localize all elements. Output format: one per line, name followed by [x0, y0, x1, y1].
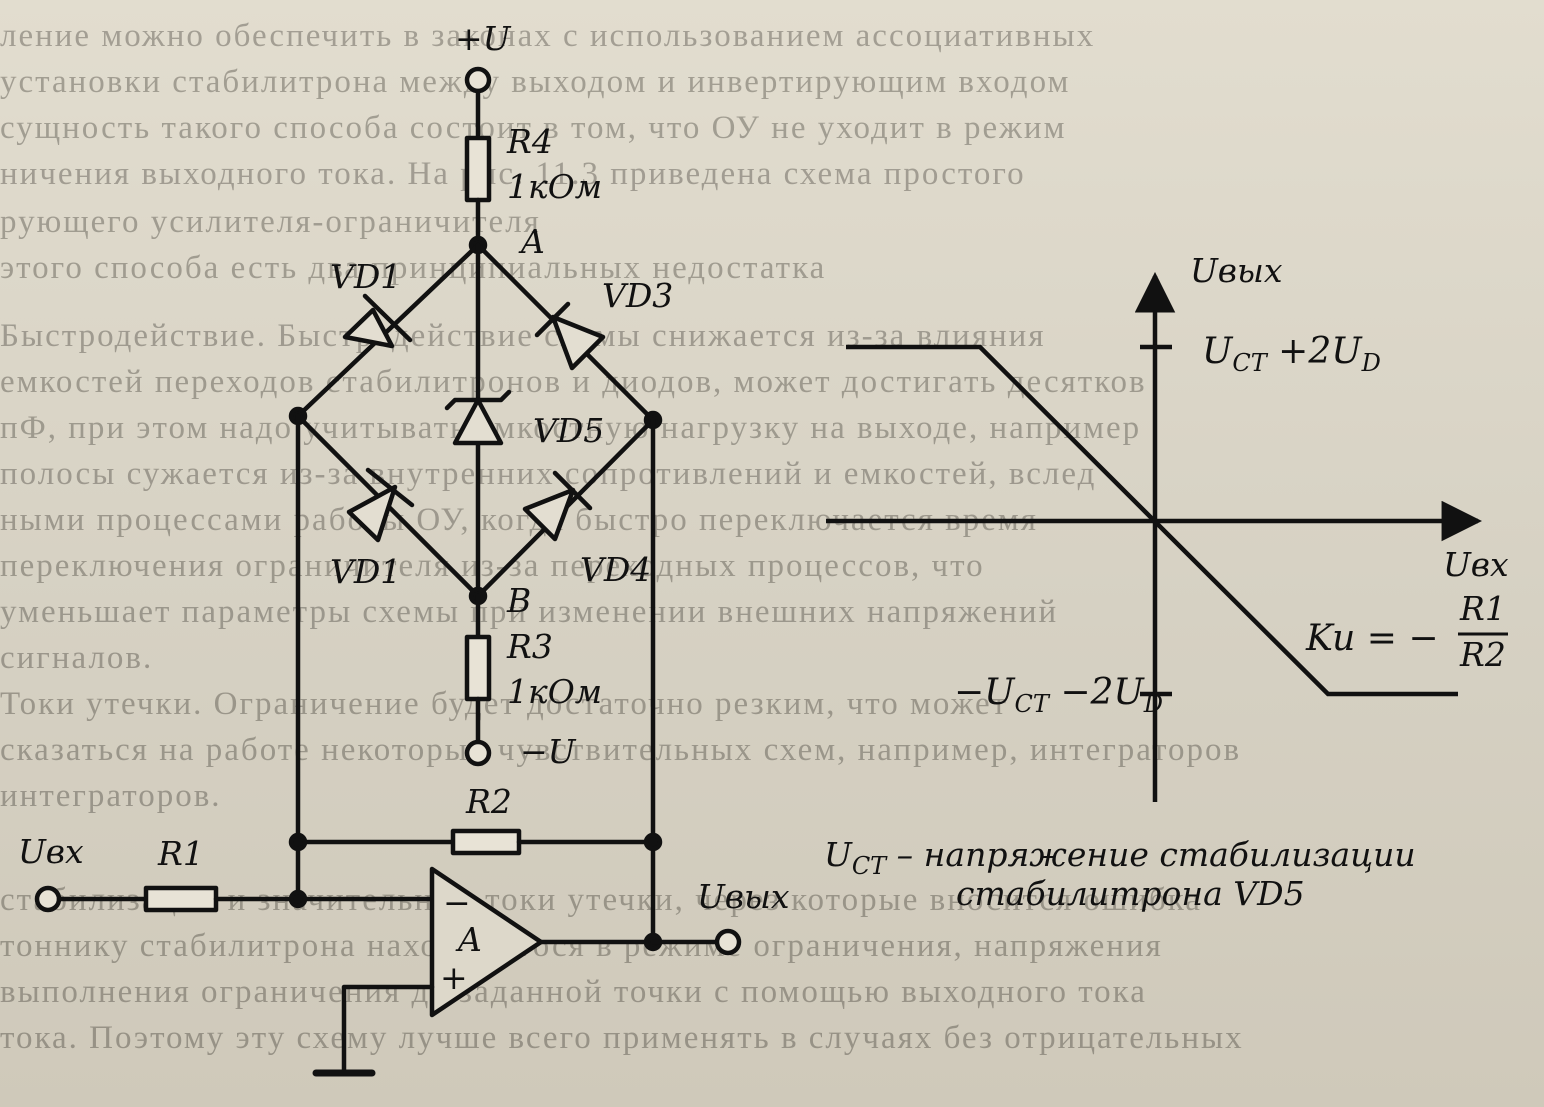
label-R4-name: R4 — [506, 122, 553, 161]
circuit-labels: +U R4 1кОм A VD1 VD3 VD5 VD1 VD4 B R3 1к… — [18, 19, 790, 997]
diode-VD3 — [534, 301, 606, 371]
label-R3-value: 1кОм — [507, 672, 602, 711]
resistor-R3 — [464, 634, 492, 702]
label-VD1-bottom: VD1 — [330, 552, 401, 591]
label-VD1-top: VD1 — [330, 257, 401, 296]
graph-transfer-curve — [846, 344, 1458, 697]
bg-text-line: уменьшает параметры схемы при изменении … — [0, 594, 1059, 630]
node-R2-left-dot — [288, 832, 308, 852]
bg-text-line: интеграторов. — [0, 778, 222, 814]
bg-text-line: ничения выходного тока. На рис. 11.3 при… — [0, 156, 1026, 192]
label-lower-level: −UСТ −2UD — [954, 672, 1163, 718]
label-gain-num: R1 — [1459, 589, 1506, 628]
bg-text-line: сущность такого способа состоит в том, ч… — [0, 110, 1067, 146]
terminal-pos-supply — [464, 66, 492, 94]
label-R3-name: R3 — [506, 627, 553, 666]
graph-labels: Uвых Uвх UСТ +2UD −UСТ −2UD Ku = − R1 R2 — [954, 251, 1509, 718]
transfer-graph — [826, 271, 1483, 802]
label-input: Uвх — [18, 832, 84, 871]
figure-legend: UСТ – напряжение стабилизации стабилитро… — [824, 835, 1416, 913]
zener-VD5 — [444, 389, 512, 446]
label-y-axis: Uвых — [1190, 251, 1283, 290]
resistor-R1 — [143, 885, 219, 913]
diode-VD1-bottom — [346, 467, 415, 543]
diode-VD1-top — [342, 293, 413, 349]
bg-text-line: полосы сужается из-за внутренних сопроти… — [0, 456, 1097, 492]
terminal-input — [34, 885, 62, 913]
label-R4-value: 1кОм — [507, 167, 602, 206]
label-node-A: A — [518, 222, 545, 261]
opamp-A — [429, 866, 544, 1018]
node-inv-input-dot — [288, 889, 308, 909]
bg-text-line: ление можно обеспечить в законах с испол… — [0, 18, 1096, 54]
diode-VD4 — [522, 470, 593, 542]
label-neg-supply: −U — [520, 732, 577, 771]
legend-line-1: UСТ – напряжение стабилизации — [824, 835, 1416, 880]
label-R2: R2 — [465, 782, 512, 821]
label-output: Uвых — [697, 877, 790, 916]
bg-text-line: тоннику стабилитрона находящегося в режи… — [0, 928, 1163, 964]
circuit-diagram — [34, 66, 742, 1077]
bg-text-line: сигналов. — [0, 640, 154, 676]
bg-text-line: установки стабилитрона между выходом и и… — [0, 64, 1071, 100]
label-x-axis: Uвх — [1443, 545, 1509, 584]
label-pos-supply: +U — [455, 19, 512, 58]
legend-line-2: стабилитрона VD5 — [956, 874, 1305, 913]
label-node-B: B — [506, 581, 531, 620]
label-VD4: VD4 — [580, 550, 651, 589]
label-gain-den: R2 — [1459, 635, 1506, 674]
label-opamp-plus: + — [440, 958, 468, 997]
label-R1: R1 — [157, 834, 204, 873]
bg-text-line: пФ, при этом надо учитывать емкостную на… — [0, 410, 1142, 446]
label-VD5: VD5 — [533, 411, 604, 450]
resistor-R4 — [464, 135, 492, 203]
bg-text-line: переключения ограничителя из-за переходн… — [0, 548, 985, 584]
label-opamp-minus: − — [443, 883, 471, 922]
bg-text-line: рующего усилителя-ограничителя — [0, 204, 541, 240]
label-gain: Ku = − — [1305, 618, 1439, 659]
terminal-output — [714, 928, 742, 956]
bg-text-line: тока. Поэтому эту схему лучше всего прим… — [0, 1020, 1244, 1056]
node-R2-right-dot — [643, 832, 663, 852]
bg-text-line: Токи утечки. Ограничение будет достаточн… — [0, 686, 1009, 722]
bg-text-line: сказаться на работе некоторых чувствител… — [0, 732, 1242, 768]
resistor-R2 — [450, 828, 522, 856]
label-upper-level: UСТ +2UD — [1202, 331, 1381, 377]
label-opamp-A: A — [455, 920, 482, 959]
label-VD3: VD3 — [602, 276, 673, 315]
terminal-neg-supply — [464, 739, 492, 767]
bg-text-line: этого способа есть два принципиальных не… — [0, 250, 827, 286]
bg-text-line: выполнения ограничения до заданной точки… — [0, 974, 1147, 1010]
